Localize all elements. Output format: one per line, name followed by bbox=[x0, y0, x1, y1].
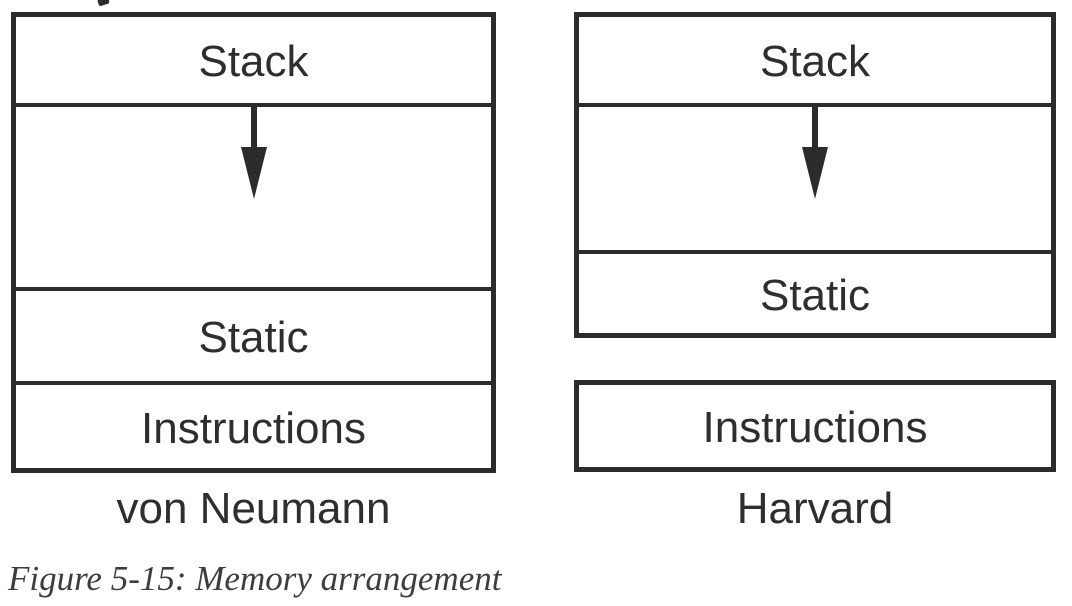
harvard-instructions-box: Instructions bbox=[574, 380, 1056, 472]
von-neumann-static-label: Static bbox=[198, 313, 309, 362]
harvard-stack-section: Stack bbox=[579, 17, 1051, 107]
harvard-data-memory-box: Stack Static bbox=[574, 12, 1056, 338]
von-neumann-architecture-label: von Neumann bbox=[116, 484, 391, 533]
von-neumann-stack-label: Stack bbox=[198, 37, 309, 86]
harvard-architecture-label: Harvard bbox=[736, 484, 894, 533]
harvard-stack-label: Stack bbox=[759, 37, 871, 86]
von-neumann-memory-box: Stack Static Instructions bbox=[11, 12, 496, 473]
von-neumann-instructions-section: Instructions bbox=[16, 385, 491, 468]
harvard-free-section bbox=[579, 105, 1051, 254]
harvard-static-label: Static bbox=[759, 270, 871, 320]
down-arrow-stem bbox=[812, 105, 818, 149]
von-neumann-instructions-label: Instructions bbox=[141, 403, 366, 453]
cropped-text-artifact bbox=[97, 0, 110, 7]
harvard-instructions-label: Instructions bbox=[702, 403, 928, 452]
harvard-static-section: Static bbox=[579, 254, 1051, 333]
von-neumann-free-section bbox=[16, 105, 491, 291]
stack-growth-down-arrow-icon bbox=[802, 105, 828, 199]
down-arrow-head bbox=[240, 147, 267, 199]
figure-caption: Figure 5-15: Memory arrangement bbox=[8, 559, 502, 598]
von-neumann-static-section: Static bbox=[16, 291, 491, 385]
down-arrow-stem bbox=[250, 105, 257, 149]
down-arrow-head bbox=[802, 147, 828, 199]
von-neumann-stack-section: Stack bbox=[16, 17, 491, 107]
stack-growth-down-arrow-icon bbox=[240, 105, 267, 199]
